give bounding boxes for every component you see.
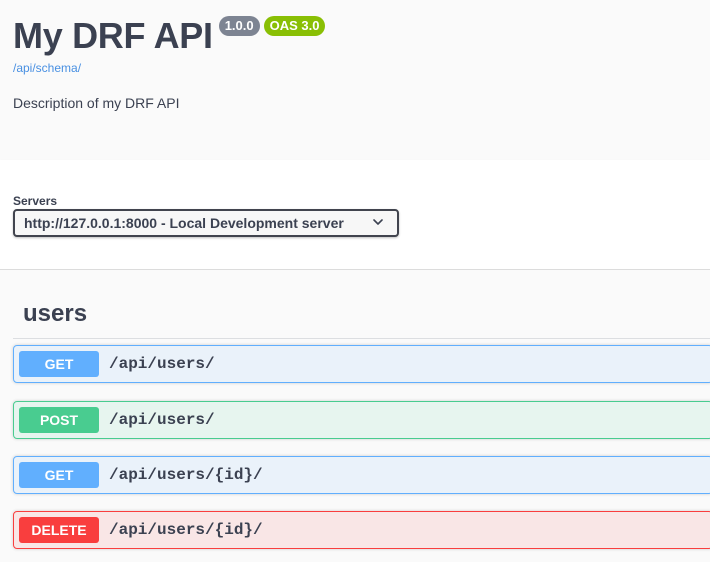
tag-title: users	[23, 300, 88, 327]
opblock-delete-user-by-id[interactable]: DELETE /api/users/{id}/	[13, 511, 710, 549]
api-description: Description of my DRF API	[13, 95, 180, 111]
title-row: My DRF API 1.0.0 OAS 3.0	[13, 14, 326, 58]
method-badge-get: GET	[19, 351, 99, 377]
method-badge-post: POST	[19, 407, 99, 433]
servers-label: Servers	[13, 194, 58, 208]
server-select[interactable]: http://127.0.0.1:8000 - Local Developmen…	[13, 209, 399, 237]
opblock-post-users[interactable]: POST /api/users/	[13, 401, 710, 439]
api-title: My DRF API	[13, 15, 213, 56]
chevron-down-icon	[373, 219, 383, 225]
opblock-get-users[interactable]: GET /api/users/	[13, 345, 710, 383]
schema-link[interactable]: /api/schema/	[13, 61, 82, 75]
operations-section: users GET /api/users/ POST /api/users/ G…	[0, 270, 710, 562]
operation-path: /api/users/	[109, 355, 215, 373]
operation-path: /api/users/	[109, 411, 215, 429]
operation-path: /api/users/{id}/	[109, 521, 263, 539]
version-badge: 1.0.0	[218, 16, 260, 36]
servers-section: Servers http://127.0.0.1:8000 - Local De…	[0, 160, 710, 270]
oas-version-badge: OAS 3.0	[263, 16, 326, 36]
operation-path: /api/users/{id}/	[109, 466, 263, 484]
method-badge-get: GET	[19, 462, 99, 488]
tag-header-users[interactable]: users	[13, 298, 710, 339]
api-info-section: My DRF API 1.0.0 OAS 3.0 /api/schema/ De…	[0, 0, 710, 160]
opblock-get-user-by-id[interactable]: GET /api/users/{id}/	[13, 456, 710, 494]
server-select-value: http://127.0.0.1:8000 - Local Developmen…	[24, 215, 344, 231]
method-badge-delete: DELETE	[19, 517, 99, 543]
